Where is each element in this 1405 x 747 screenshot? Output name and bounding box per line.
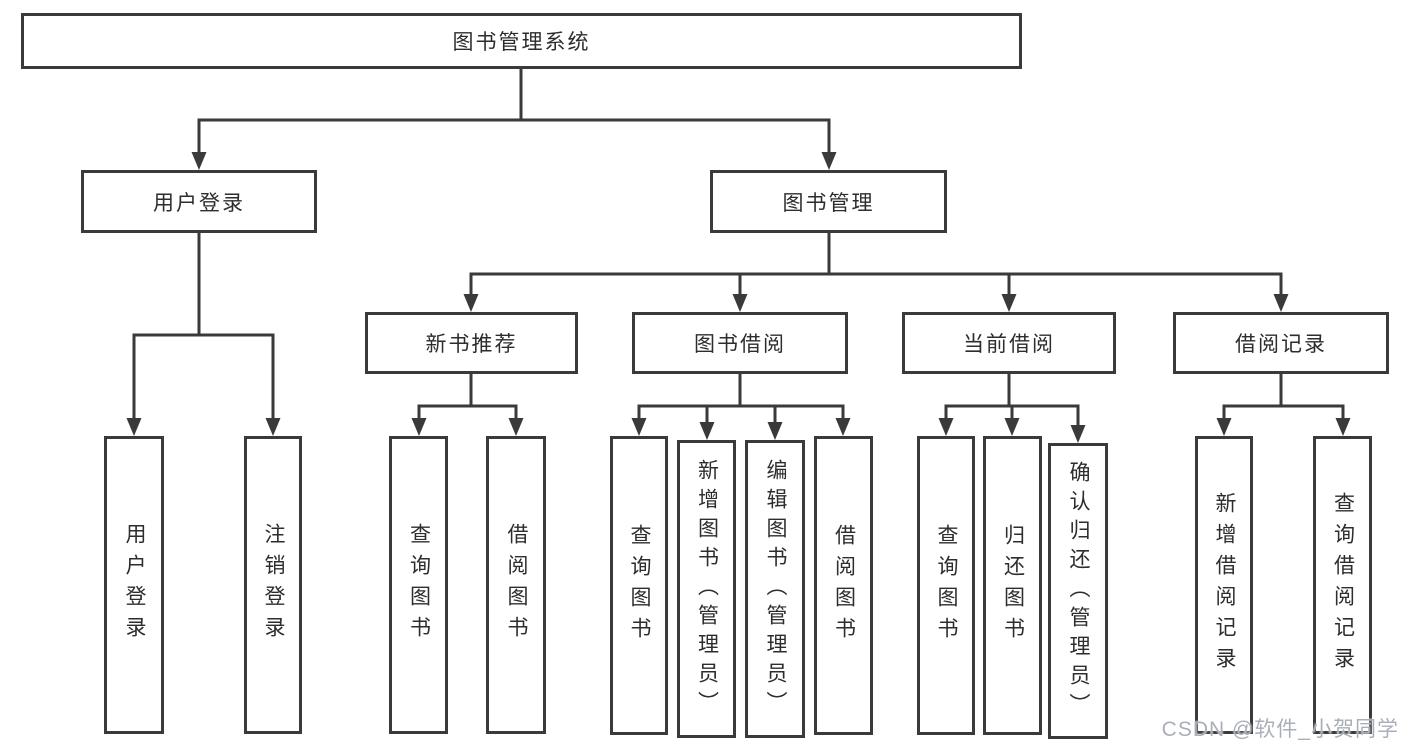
- leaf-borrow-books-recommend: 借阅图书: [486, 436, 546, 734]
- leaf-edit-book-admin: 编辑图书（管理员）: [745, 440, 805, 738]
- leaf-user-login: 用户登录: [104, 436, 164, 734]
- node-user-login-label: 用户登录: [153, 191, 245, 215]
- leaf-query-books-borrow: 查询图书: [610, 436, 668, 735]
- leaf-logout-label: 注销登录: [262, 523, 285, 647]
- node-user-login: 用户登录: [81, 170, 317, 233]
- node-root: 图书管理系统: [21, 13, 1022, 69]
- leaf-add-borrow-record: 新增借阅记录: [1195, 436, 1253, 734]
- leaf-user-login-label: 用户登录: [123, 523, 146, 647]
- node-current-borrow: 当前借阅: [902, 312, 1116, 374]
- node-book-management-label: 图书管理: [782, 191, 875, 215]
- leaf-borrow-books-label: 借阅图书: [832, 523, 856, 648]
- csdn-watermark: CSDN @软件_小贺同学: [1161, 718, 1399, 741]
- node-book-management: 图书管理: [710, 170, 947, 233]
- leaf-logout: 注销登录: [244, 436, 302, 734]
- leaf-add-book-admin-label: 新增图书（管理员）: [695, 458, 719, 720]
- leaf-query-books-borrow-label: 查询图书: [628, 523, 651, 648]
- leaf-confirm-return-admin: 确认归还（管理员）: [1048, 443, 1108, 739]
- leaf-query-borrow-record: 查询借阅记录: [1313, 436, 1372, 734]
- leaf-add-borrow-record-label: 新增借阅记录: [1213, 492, 1236, 678]
- leaf-query-borrow-record-label: 查询借阅记录: [1331, 492, 1355, 678]
- node-root-label: 图书管理系统: [452, 31, 591, 54]
- leaf-query-books-recommend: 查询图书: [389, 436, 448, 734]
- node-book-borrow-label: 图书借阅: [694, 333, 786, 356]
- leaf-query-books-current: 查询图书: [917, 436, 975, 735]
- node-book-borrow: 图书借阅: [632, 312, 848, 374]
- leaf-add-book-admin: 新增图书（管理员）: [677, 440, 736, 738]
- leaf-edit-book-admin-label: 编辑图书（管理员）: [764, 458, 787, 720]
- node-borrow-records-label: 借阅记录: [1235, 333, 1327, 356]
- node-borrow-records: 借阅记录: [1173, 312, 1389, 374]
- node-current-borrow-label: 当前借阅: [963, 333, 1055, 356]
- leaf-borrow-books: 借阅图书: [814, 436, 873, 735]
- leaf-confirm-return-admin-label: 确认归还（管理员）: [1067, 460, 1090, 722]
- leaf-return-books: 归还图书: [983, 436, 1042, 735]
- leaf-query-books-current-label: 查询图书: [935, 523, 958, 648]
- leaf-query-books-recommend-label: 查询图书: [407, 523, 431, 647]
- node-new-book-recommend-label: 新书推荐: [425, 333, 518, 356]
- leaf-return-books-label: 归还图书: [1001, 523, 1025, 648]
- leaf-borrow-books-recommend-label: 借阅图书: [505, 523, 528, 647]
- node-new-book-recommend: 新书推荐: [365, 312, 578, 374]
